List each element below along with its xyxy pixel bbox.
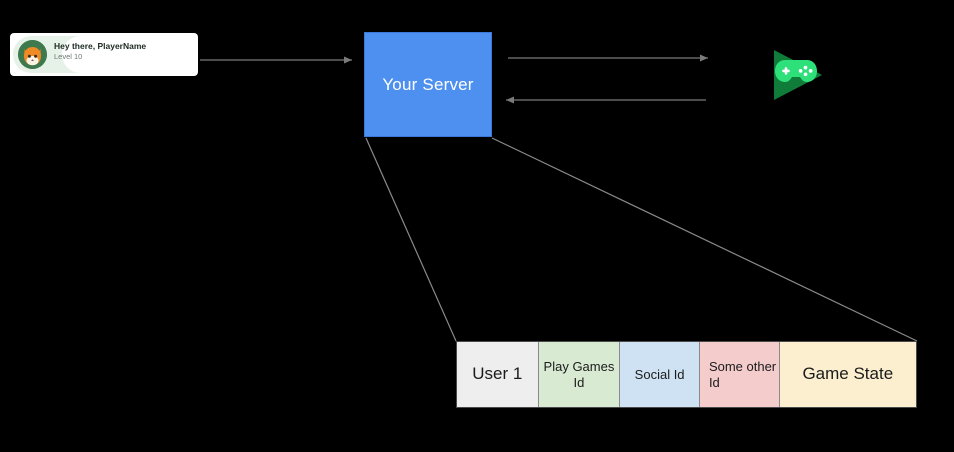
cell-social-id-label: Social Id: [634, 366, 685, 382]
cell-game-state[interactable]: Game State: [779, 342, 916, 407]
your-server-node[interactable]: Your Server: [364, 32, 492, 137]
player-card-text: Hey there, PlayerName Level 10: [54, 41, 184, 62]
cell-play-games-id[interactable]: Play Games Id: [538, 342, 621, 407]
fox-avatar-icon: [18, 40, 47, 69]
player-card-pill: [62, 36, 195, 73]
cell-user-label: User 1: [472, 364, 523, 384]
player-greeting: Hey there, PlayerName: [54, 41, 147, 51]
cell-user[interactable]: User 1: [457, 342, 539, 407]
cell-some-other-id[interactable]: Some other Id: [699, 342, 780, 407]
connector-server-to-table-right: [491, 137, 918, 342]
cell-some-other-id-label: Some other Id: [708, 358, 777, 390]
user-record-table: User 1 Play Games Id Social Id Some othe…: [456, 341, 917, 408]
cell-social-id[interactable]: Social Id: [620, 342, 700, 407]
cell-play-games-id-label: Play Games Id: [543, 358, 615, 390]
player-profile-card[interactable]: Hey there, PlayerName Level 10: [10, 33, 198, 76]
google-play-games-icon[interactable]: [768, 46, 830, 104]
cell-game-state-label: Game State: [802, 364, 894, 384]
player-level: Level 10: [54, 52, 83, 61]
server-label: Your Server: [382, 74, 474, 94]
connector-server-to-table-left: [365, 137, 457, 342]
